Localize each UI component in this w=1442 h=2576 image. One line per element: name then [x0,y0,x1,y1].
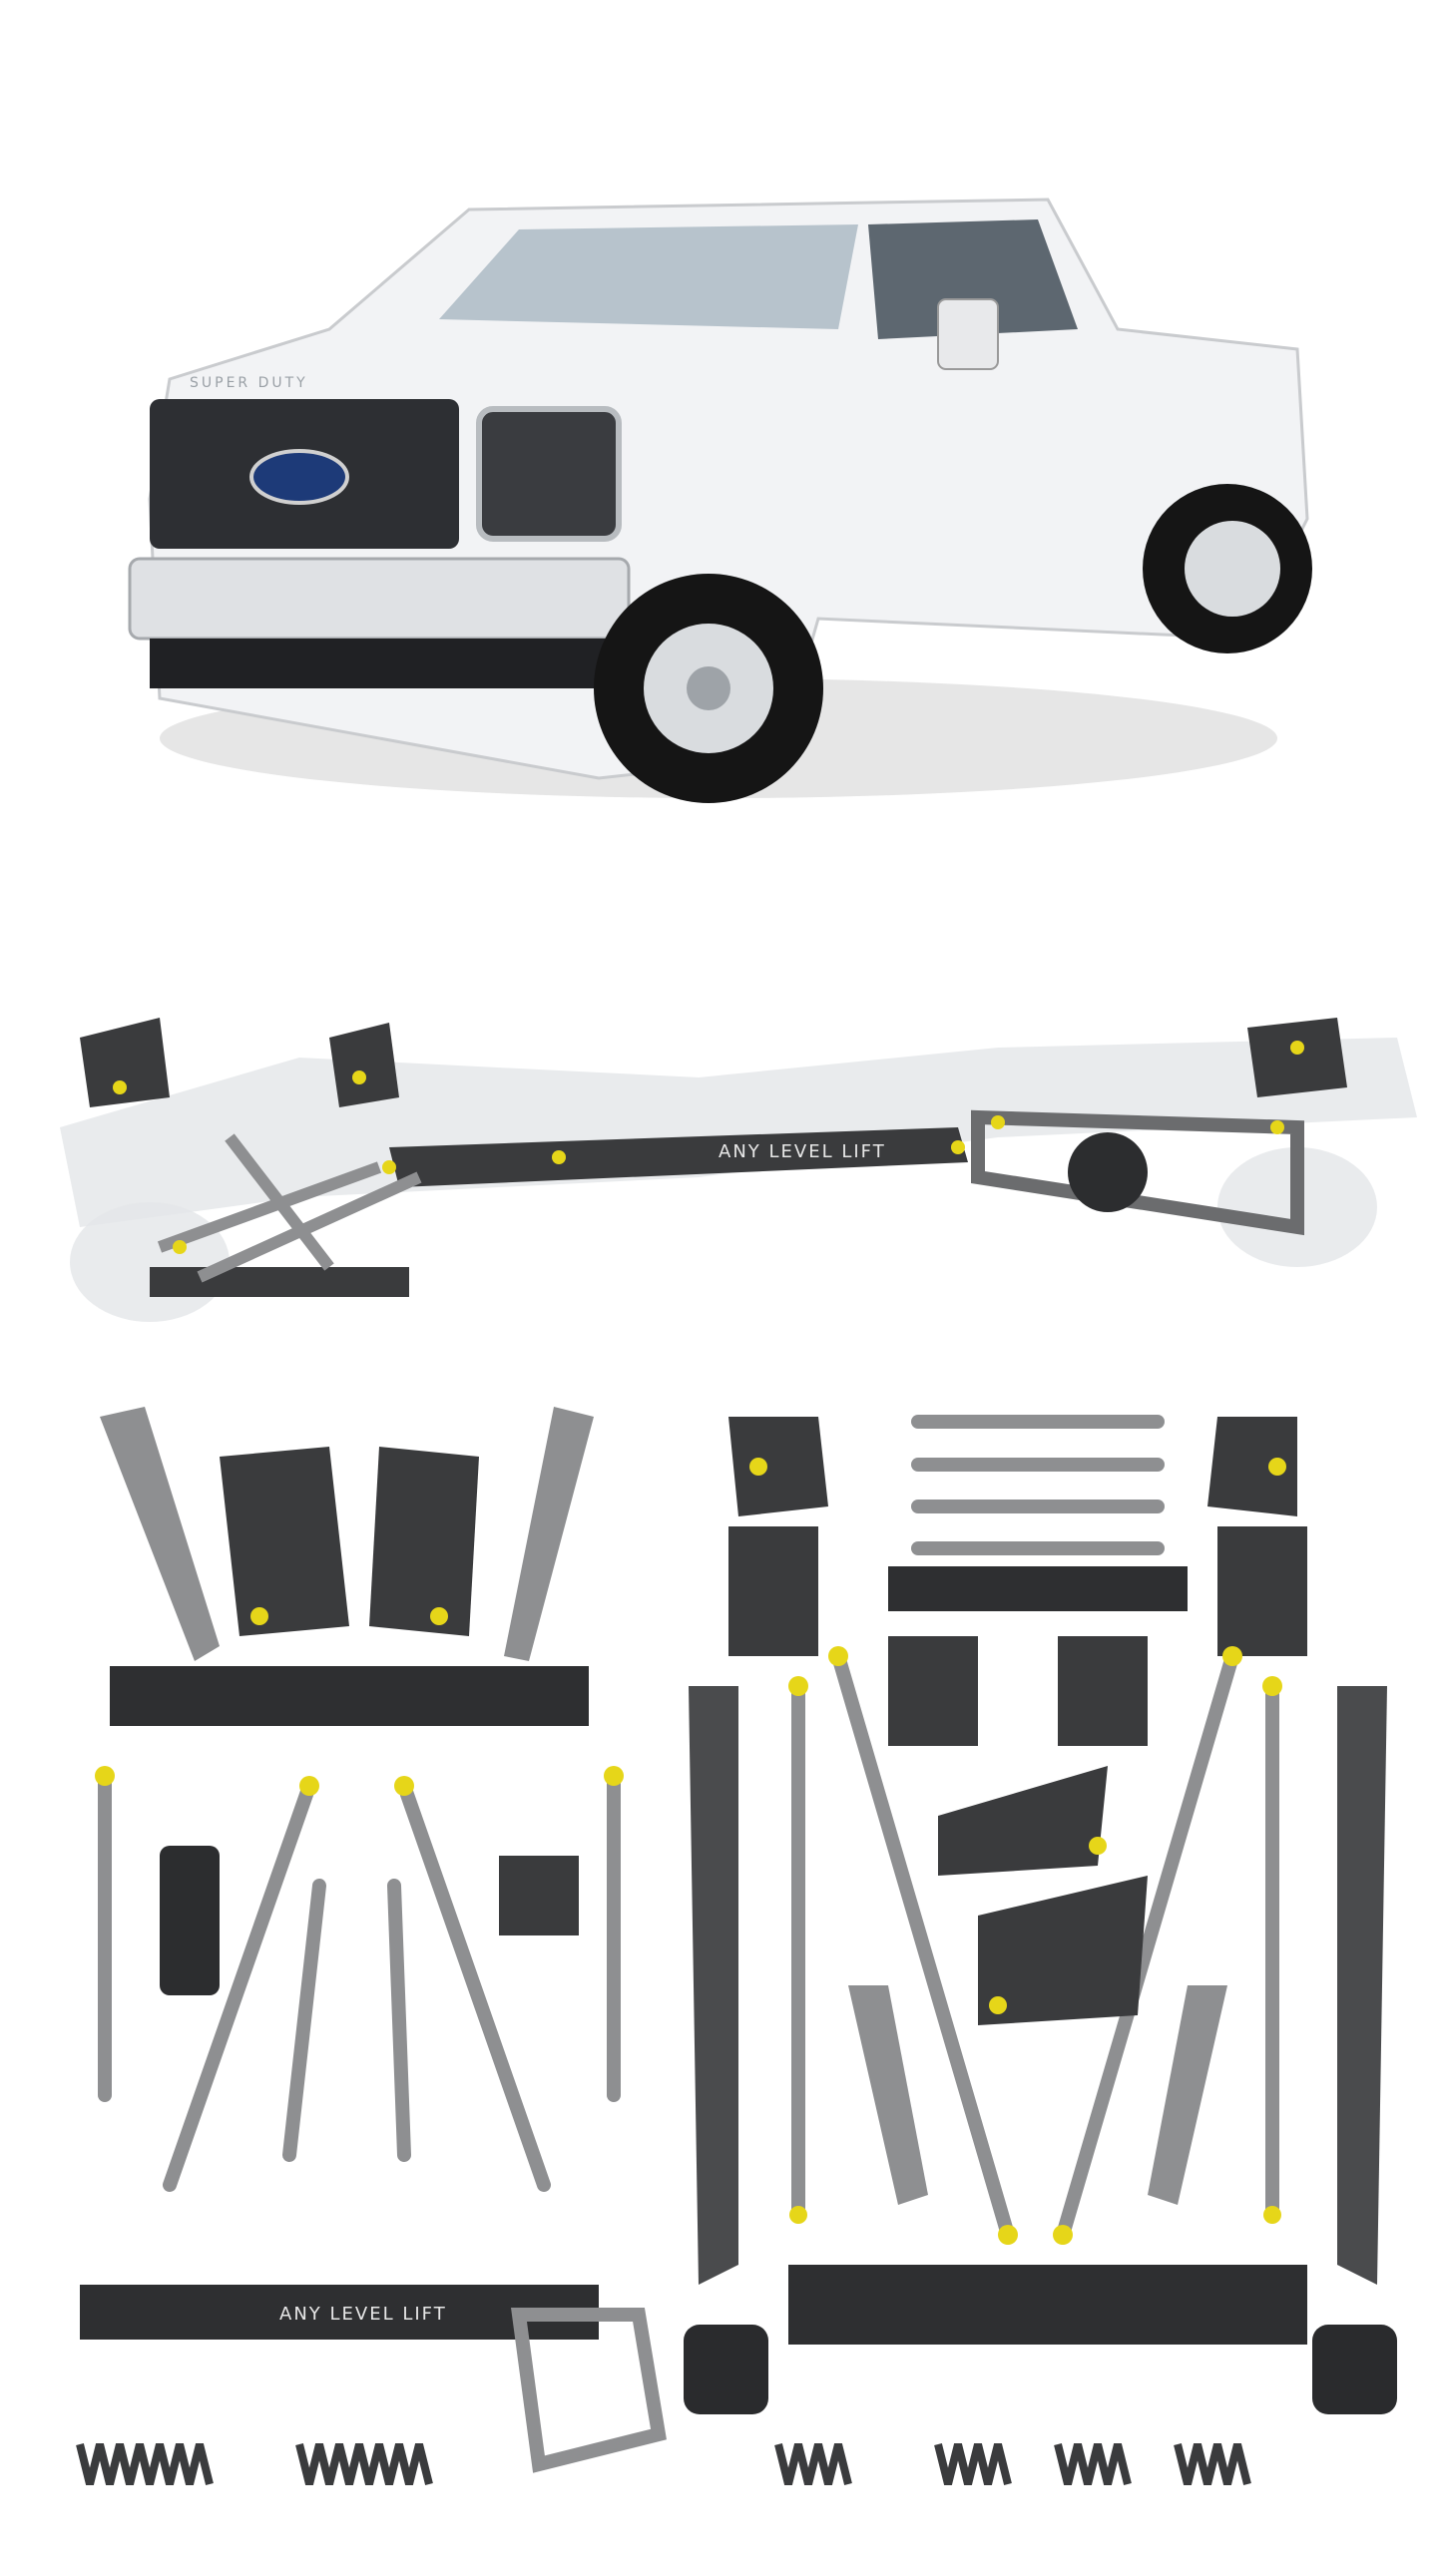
crossmember [110,1666,589,1726]
grille-lettering: SUPER DUTY [190,375,308,391]
axle-logo-text: ANY LEVEL LIFT [279,2304,447,2325]
front-wheel [594,574,823,803]
chassis-render: ANY LEVEL LIFT [60,1018,1417,1322]
air-bag-left [684,2325,768,2414]
rear-axle-bar [788,2265,1307,2345]
trailing-arm-right [504,1407,594,1661]
chassis-logo-text: ANY LEVEL LIFT [719,1141,886,1162]
bracket-right [369,1447,479,1636]
steering-box [160,1846,220,1995]
shocks [911,1415,1165,1555]
coil-springs [76,2443,433,2485]
parts-layout: ANY LEVEL LIFT [76,1407,1397,2485]
trailing-arm-left [100,1407,220,1661]
link-bar-left [689,1686,738,2285]
air-bag-right [1312,2325,1397,2414]
hardware-bolts [95,1458,1286,2245]
bracket-left [220,1447,349,1636]
truck-photo: SUPER DUTY [128,198,1312,803]
mount-plate [511,2308,667,2473]
link-bar-right [1337,1686,1387,2285]
rear-wheel [1143,484,1312,653]
